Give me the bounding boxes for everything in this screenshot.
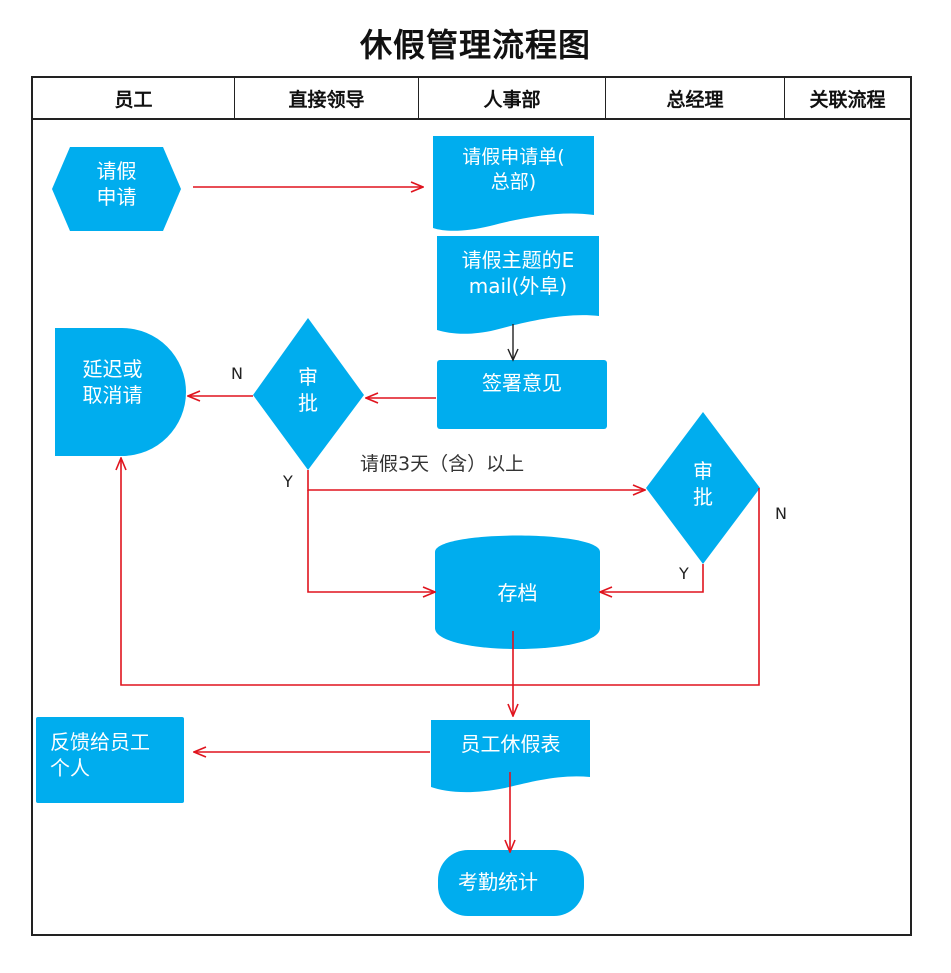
sign-opinion-label: 签署意见 [482,371,562,395]
leave-request-label: 请假 申请 [96,159,137,209]
attendance-stats-terminator [438,850,584,916]
feedback-box [36,717,184,803]
lane-direct-leader: 直接领导 [235,78,419,118]
approve-leader-label: 审 批 [298,365,318,415]
lane-related-process: 关联流程 [809,88,886,111]
form-hq-label: 请假申请单( 总部) [462,146,565,193]
sign-opinion-box [437,360,607,429]
approve-gm-diamond [646,412,760,564]
leader-no-label: N [231,364,243,383]
page-title: 休假管理流程图 [359,26,591,64]
approve-gm-label: 审 批 [693,459,713,509]
gm-yes-label: Y [679,564,689,583]
lane-general-manager: 总经理 [606,78,785,118]
approve-leader-diamond [253,318,364,470]
lane-hr: 人事部 [419,78,606,118]
delay-cancel-delay-shape [55,328,186,456]
condition-label: 请假3天（含）以上 [360,453,525,475]
email-outstation-label: 请假主题的E mail(外阜) [461,248,575,298]
leave-table-document [431,720,590,793]
connector-arrowhead [507,348,519,362]
arrow-gm-no-to-delay [121,458,760,686]
email-outstation-document [437,236,599,334]
leave-table-label: 员工休假表 [460,732,561,756]
form-hq-document [433,136,594,231]
attendance-stats-label: 考勤统计 [458,870,538,894]
lane-employee: 员工 [33,78,235,118]
arrow-approve-yes-to-archive [307,490,435,592]
swimlane-header: 员工 直接领导 人事部 总经理 关联流程 [31,76,912,120]
arrow-gm-yes-to-archive [600,564,704,592]
feedback-label: 反馈给员工 个人 [50,730,150,780]
gm-no-label: N [775,504,787,523]
leave-request-hexagon [52,147,181,231]
delay-cancel-label: 延迟或 取消请 [82,357,143,407]
leader-yes-label: Y [283,472,293,491]
archive-label: 存档 [497,581,538,605]
archive-cylinder [435,535,600,649]
